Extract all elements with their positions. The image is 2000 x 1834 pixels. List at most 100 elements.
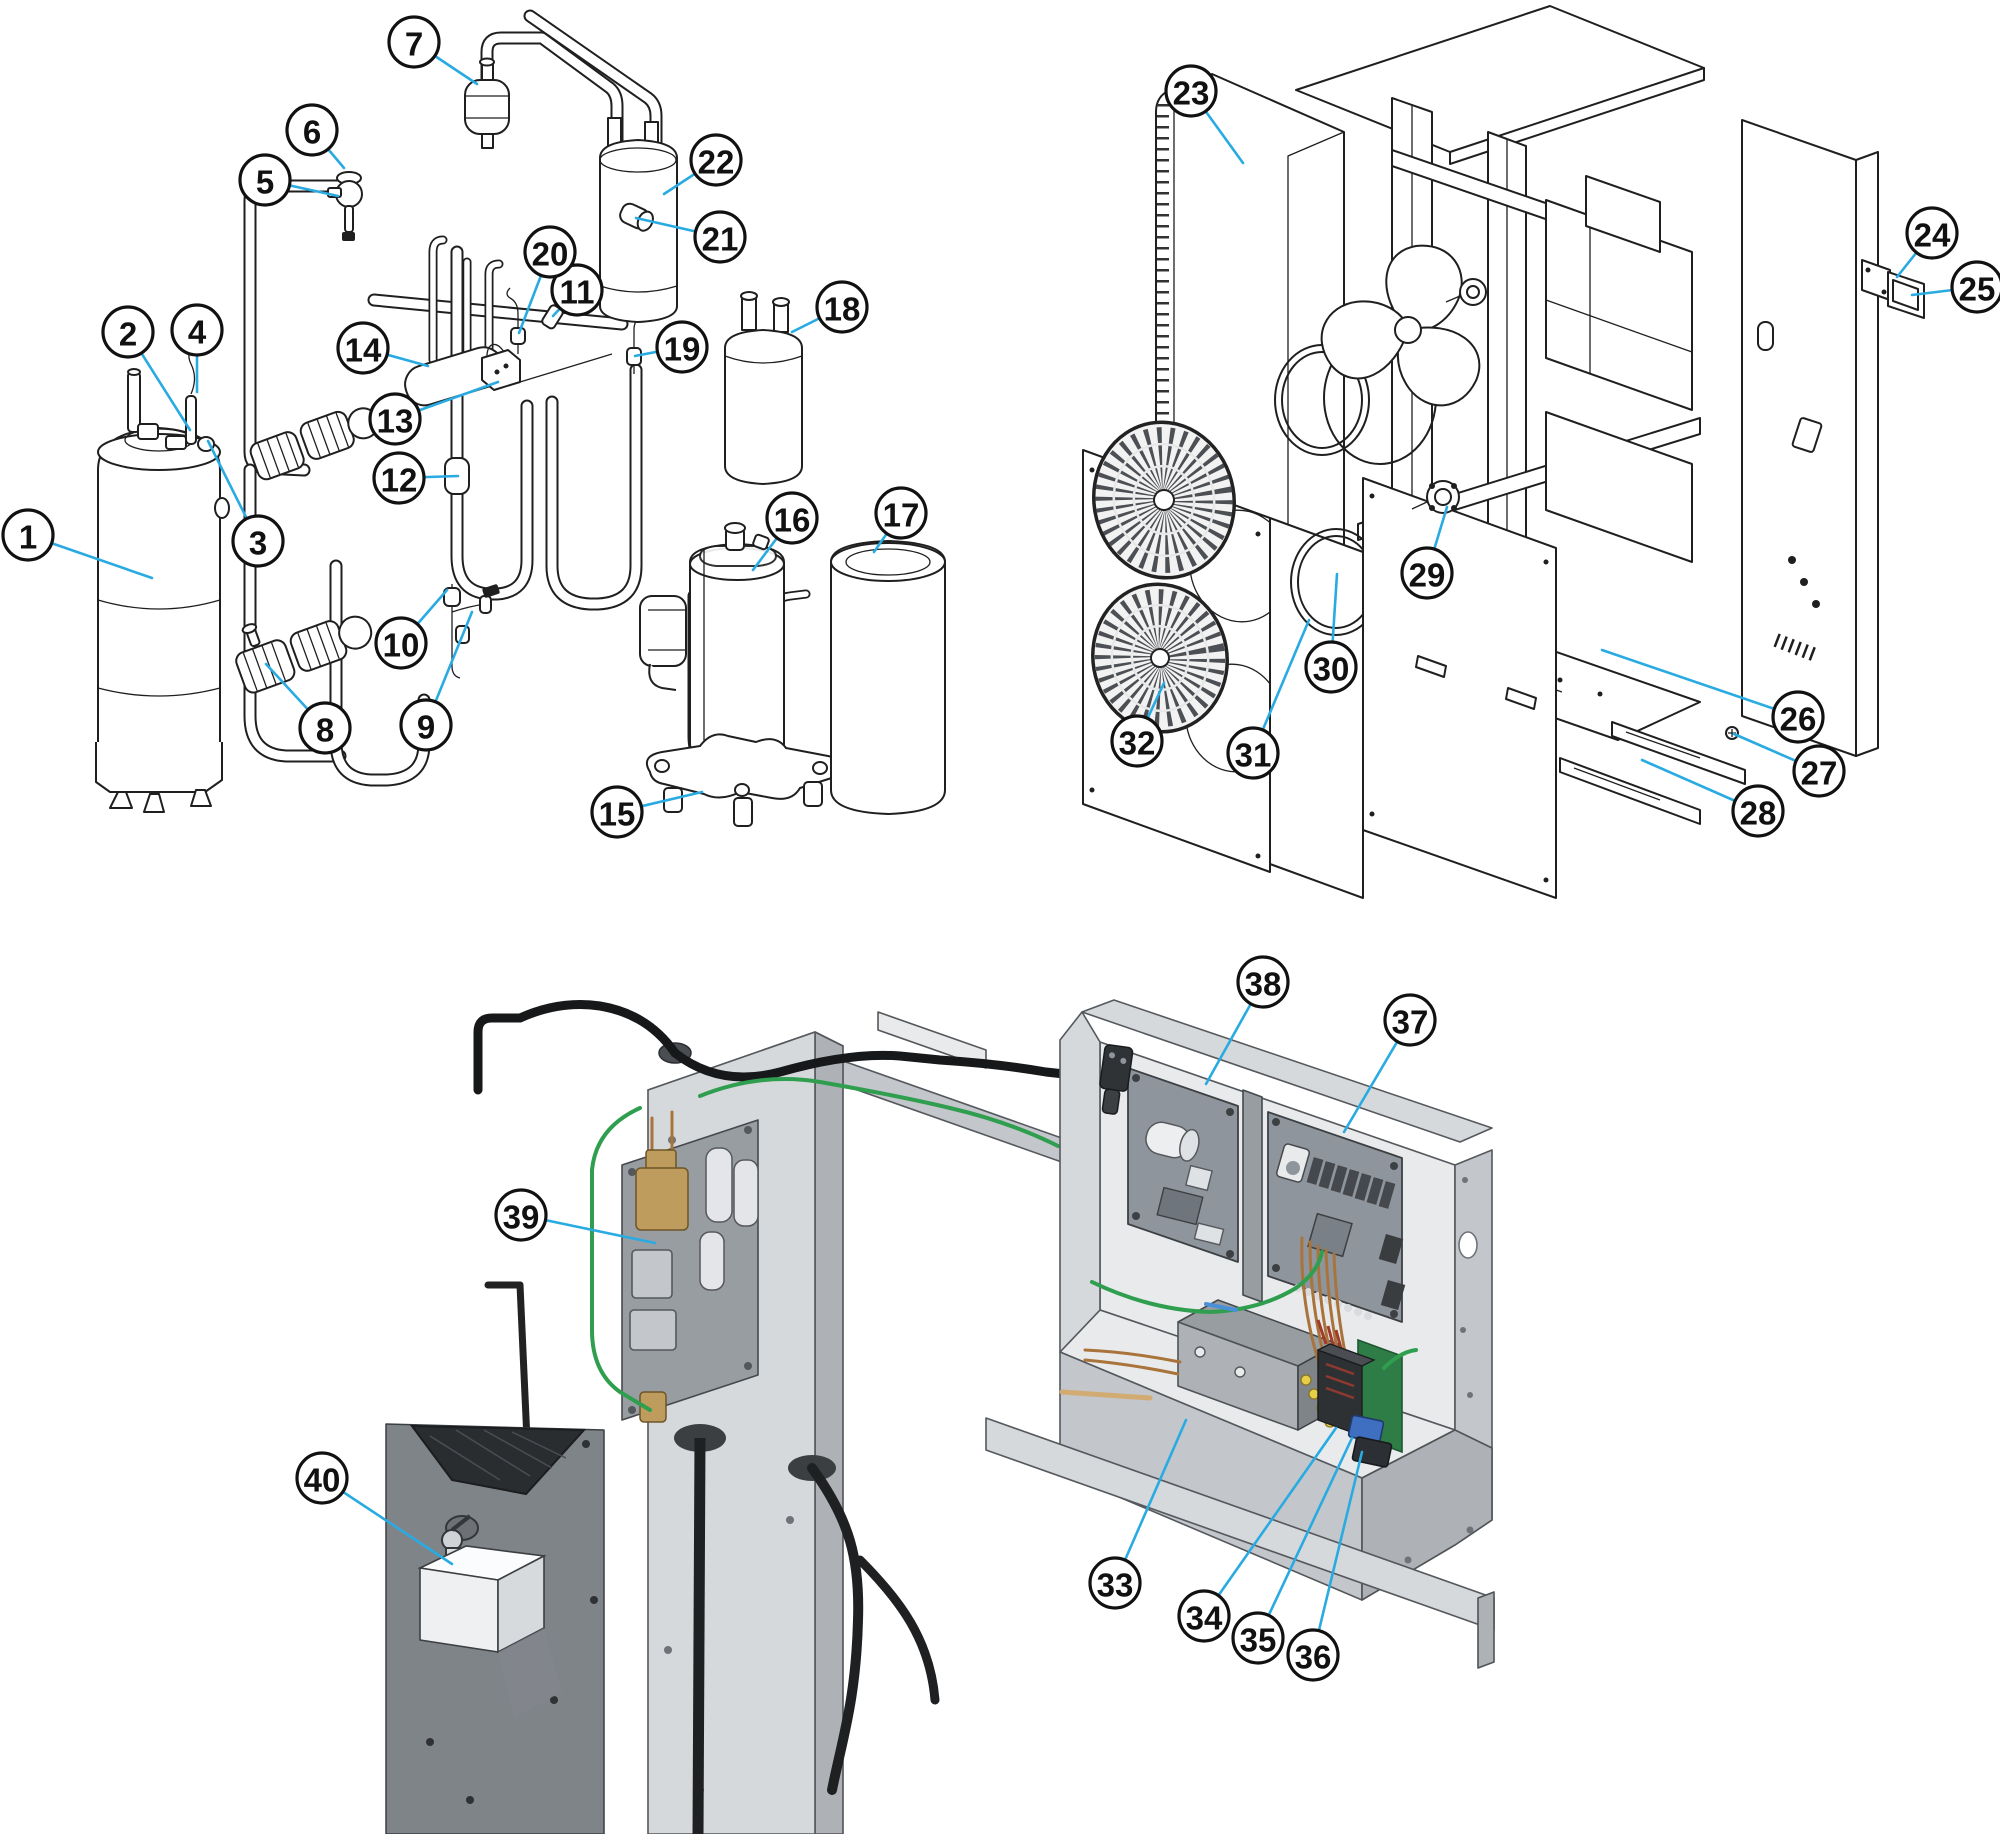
svg-text:34: 34 <box>1186 1600 1223 1637</box>
svg-text:28: 28 <box>1740 795 1777 832</box>
callout-31: 31 <box>1226 618 1311 780</box>
callout-10: 10 <box>374 588 449 670</box>
fan-motor-upper <box>1445 278 1487 306</box>
svg-text:13: 13 <box>377 403 414 440</box>
sound-jacket <box>830 540 946 815</box>
svg-text:7: 7 <box>405 26 423 63</box>
callout-35: 35 <box>1231 1436 1354 1665</box>
relay-bank <box>1306 1157 1396 1209</box>
svg-text:38: 38 <box>1245 966 1282 1003</box>
svg-text:39: 39 <box>503 1199 540 1236</box>
muffler-distributor <box>404 343 521 407</box>
compressor-base <box>646 733 843 827</box>
svg-text:12: 12 <box>381 462 418 499</box>
svg-text:22: 22 <box>698 144 735 181</box>
section-refrigeration-circuit <box>95 16 946 827</box>
fan-propeller <box>1320 244 1481 465</box>
svg-text:18: 18 <box>824 291 861 328</box>
receiver-tank <box>95 368 230 813</box>
svg-text:27: 27 <box>1801 755 1838 792</box>
fan-motor-29 <box>1411 480 1460 514</box>
front-panel <box>1362 477 1557 899</box>
svg-text:10: 10 <box>383 627 420 664</box>
fan-grille-upper <box>1091 420 1237 580</box>
section-electrical-compartment <box>385 999 1495 1834</box>
callout-22: 22 <box>662 133 743 196</box>
callout-20: 20 <box>517 225 577 335</box>
callout-24: 24 <box>1895 206 1959 279</box>
terminal-block <box>1351 1436 1393 1468</box>
svg-text:37: 37 <box>1392 1004 1429 1041</box>
callout-14: 14 <box>336 321 430 375</box>
svg-text:17: 17 <box>883 497 920 534</box>
callout-12: 12 <box>372 451 460 505</box>
callout-26: 26 <box>1600 648 1825 744</box>
callout-30: 30 <box>1304 572 1358 694</box>
svg-text:1: 1 <box>19 519 37 556</box>
svg-text:40: 40 <box>304 1462 341 1499</box>
accumulator-tank <box>724 291 803 485</box>
svg-text:32: 32 <box>1119 725 1156 762</box>
callout-36: 36 <box>1286 1450 1364 1682</box>
pressure-switch <box>1099 1044 1134 1115</box>
callout-6: 6 <box>285 103 346 170</box>
service-valve <box>327 171 363 241</box>
callout-16: 16 <box>751 491 819 572</box>
pressure-sensor-20 <box>506 287 526 354</box>
right-side-panel <box>1741 119 1879 757</box>
base-shelf <box>985 1417 1495 1669</box>
svg-text:6: 6 <box>303 114 321 151</box>
callout-28: 28 <box>1640 758 1785 838</box>
callout-39: 39 <box>494 1188 657 1245</box>
callout-40: 40 <box>295 1451 454 1566</box>
refrigerant-piping <box>250 16 806 780</box>
callout-21: 21 <box>634 210 747 264</box>
union-fittings-lower <box>235 615 373 694</box>
callout-29: 29 <box>1400 505 1454 600</box>
svg-text:26: 26 <box>1780 701 1817 738</box>
svg-text:14: 14 <box>345 332 382 369</box>
door-panel <box>385 1423 605 1834</box>
controller-display <box>1887 271 1925 319</box>
svg-text:2: 2 <box>119 316 137 353</box>
svg-text:30: 30 <box>1313 651 1350 688</box>
svg-text:24: 24 <box>1914 217 1951 254</box>
svg-text:15: 15 <box>599 796 636 833</box>
callout-17: 17 <box>872 486 928 554</box>
callout-1: 1 <box>1 508 154 580</box>
callout-8: 8 <box>264 662 352 755</box>
callout-19: 19 <box>633 320 709 374</box>
lock-box <box>417 1545 562 1718</box>
callout-33: 33 <box>1088 1418 1188 1610</box>
svg-text:4: 4 <box>188 314 207 351</box>
svg-text:33: 33 <box>1097 1567 1134 1604</box>
callout-5: 5 <box>238 153 340 207</box>
vent-mesh <box>409 1424 587 1496</box>
callout-18: 18 <box>790 280 869 334</box>
svg-text:21: 21 <box>702 221 739 258</box>
pressure-sensor-19 <box>626 315 645 374</box>
svg-text:16: 16 <box>774 502 811 539</box>
svg-text:35: 35 <box>1240 1622 1277 1659</box>
callout-7: 7 <box>387 15 479 86</box>
pcb-board-38 <box>1099 1044 1239 1263</box>
power-cables <box>473 1000 1143 1834</box>
svg-text:11: 11 <box>560 274 595 311</box>
callout-9: 9 <box>399 610 474 752</box>
compressor <box>639 522 785 763</box>
callout-23: 23 <box>1164 64 1245 165</box>
svg-text:23: 23 <box>1173 75 1210 112</box>
svg-text:5: 5 <box>256 164 274 201</box>
display-bracket <box>1861 259 1891 301</box>
union-fittings-upper <box>249 407 380 481</box>
contactor-cluster <box>1316 1319 1418 1468</box>
valve-plate-assembly <box>590 1077 1060 1423</box>
callout-2: 2 <box>101 305 192 432</box>
svg-text:36: 36 <box>1295 1639 1332 1676</box>
discharge-tank <box>599 117 678 323</box>
svg-text:31: 31 <box>1235 737 1272 774</box>
svg-text:20: 20 <box>532 236 569 273</box>
ebox-frame <box>1545 175 1693 563</box>
